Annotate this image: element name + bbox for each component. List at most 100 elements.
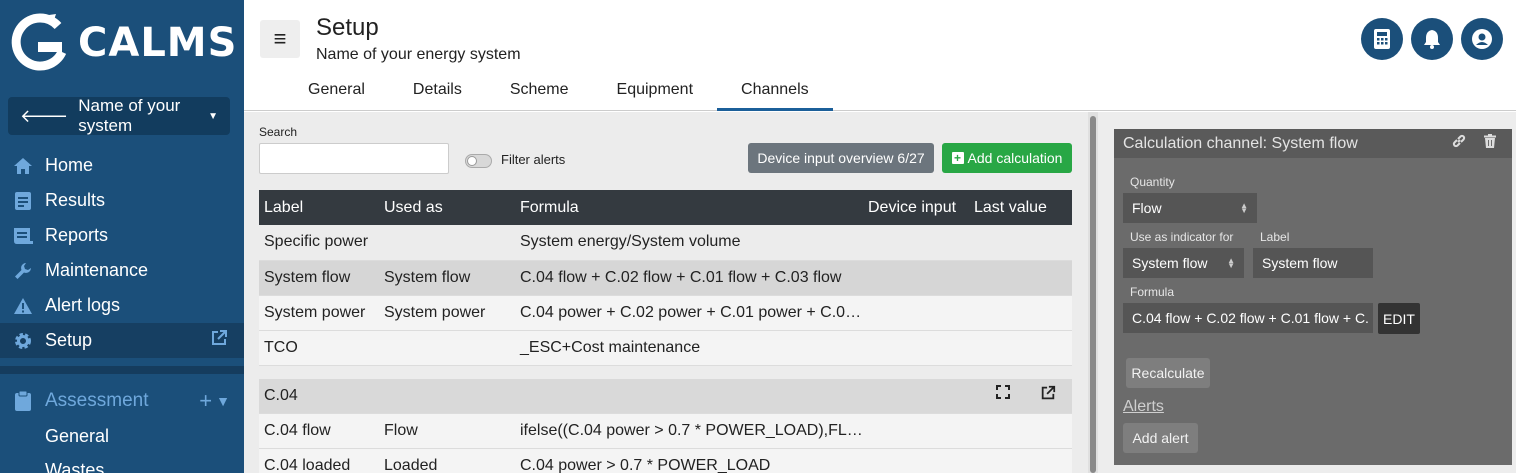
calculation-channel-card: Calculation channel: System flow Quantit… <box>1114 129 1512 465</box>
sidebar: CALMS 🡐 Name of your system ▼ Home Resul… <box>0 0 244 473</box>
table-row[interactable]: System power System power C.04 power + C… <box>259 295 1072 331</box>
plus-square-icon: + <box>951 152 964 164</box>
reports-icon <box>12 226 34 246</box>
clipboard-icon <box>12 390 34 411</box>
user-icon <box>1472 29 1492 49</box>
notifications-button[interactable] <box>1411 18 1453 60</box>
tab-general[interactable]: General <box>308 81 365 98</box>
search-label: Search <box>259 125 298 139</box>
plus-icon[interactable]: + <box>199 387 213 413</box>
quantity-value: Flow <box>1132 200 1162 216</box>
cell-last-value <box>969 260 1072 296</box>
tab-equipment[interactable]: Equipment <box>616 81 694 98</box>
calms-logo[interactable]: CALMS <box>8 12 237 74</box>
table-row-selected[interactable]: System flow System flow C.04 flow + C.02… <box>259 260 1072 296</box>
quantity-select[interactable]: Flow ▲▼ <box>1123 193 1257 223</box>
recalculate-button[interactable]: Recalculate <box>1126 358 1210 388</box>
sidebar-item-label: Home <box>45 155 94 175</box>
cell-formula: _ESC+Cost maintenance <box>515 330 863 366</box>
sidebar-item-home[interactable]: Home <box>0 148 244 183</box>
label-label: Label <box>1260 230 1290 244</box>
page-title: Setup <box>316 14 379 41</box>
cell-label: C.04 loaded <box>259 448 379 473</box>
search-input[interactable] <box>259 143 449 174</box>
sidebar-item-maintenance[interactable]: Maintenance <box>0 253 244 288</box>
cell-formula: C.04 flow + C.02 flow + C.01 flow + C.03… <box>515 260 863 296</box>
user-profile-button[interactable] <box>1461 18 1503 60</box>
column-header-device-input[interactable]: Device input <box>863 190 969 225</box>
sidebar-subitem-wastes[interactable]: Wastes <box>45 460 105 473</box>
cell-used-as: System flow <box>379 260 515 296</box>
cell-label: System power <box>259 295 379 331</box>
table-row[interactable]: C.04 flow Flow ifelse((C.04 power > 0.7 … <box>259 413 1072 449</box>
sidebar-section-assessment[interactable]: Assessment + ▼ <box>0 383 244 418</box>
table-header-row: Label Used as Formula Device input Last … <box>259 190 1072 225</box>
scrollbar-thumb[interactable] <box>1090 116 1096 473</box>
wrench-icon <box>12 261 34 281</box>
toggle-knob <box>467 156 477 166</box>
cell-last-value <box>969 413 1072 449</box>
brand-name: CALMS <box>78 20 238 66</box>
quantity-label: Quantity <box>1130 175 1175 189</box>
indicator-value: System flow <box>1132 255 1208 271</box>
warning-icon <box>12 296 34 316</box>
table-spacer <box>259 365 1072 379</box>
column-header-used-as[interactable]: Used as <box>379 190 515 225</box>
tab-channels[interactable]: Channels <box>717 78 833 111</box>
cell-device-input <box>863 295 969 331</box>
external-link-icon[interactable] <box>210 329 228 352</box>
table-row[interactable]: Specific power System energy/System volu… <box>259 225 1072 261</box>
sidebar-subitem-general[interactable]: General <box>45 426 110 446</box>
tab-scheme[interactable]: Scheme <box>509 81 569 98</box>
sidebar-item-setup[interactable]: Setup <box>0 323 244 358</box>
system-selector-label: Name of your system <box>78 96 181 135</box>
detail-panel: Calculation channel: System flow Quantit… <box>1098 112 1516 473</box>
cell-last-value <box>969 448 1072 473</box>
device-input-overview-button[interactable]: Device input overview 6/27 <box>748 143 934 173</box>
table-row[interactable]: TCO _ESC+Cost maintenance <box>259 330 1072 366</box>
gear-icon <box>12 331 34 351</box>
cell-used-as: Flow <box>379 413 515 449</box>
cell-label: System flow <box>259 260 379 296</box>
column-header-label[interactable]: Label <box>259 190 379 225</box>
edit-formula-button[interactable]: EDIT <box>1378 303 1420 334</box>
cell-used-as: System power <box>379 295 515 331</box>
add-alert-button[interactable]: Add alert <box>1123 423 1198 453</box>
expand-icon[interactable] <box>996 385 1010 406</box>
table-group-row[interactable]: C.04 <box>259 379 1072 414</box>
cell-device-input <box>863 330 969 366</box>
add-calculation-label: Add calculation <box>967 150 1063 166</box>
filter-alerts-toggle[interactable] <box>465 154 492 168</box>
formula-input[interactable]: C.04 flow + C.02 flow + C.01 flow + C. <box>1123 303 1373 333</box>
chevron-down-icon[interactable]: ▼ <box>216 392 230 409</box>
sidebar-item-results[interactable]: Results <box>0 183 244 218</box>
cell-used-as: Loaded <box>379 448 515 473</box>
calc-card-title: Calculation channel: System flow <box>1123 134 1358 152</box>
sidebar-divider <box>0 366 244 374</box>
system-selector[interactable]: 🡐 Name of your system ▼ <box>8 96 230 135</box>
select-arrows-icon: ▲▼ <box>1240 201 1248 215</box>
menu-button[interactable]: ≡ <box>260 20 300 58</box>
sidebar-item-alert-logs[interactable]: Alert logs <box>0 288 244 323</box>
cell-device-input <box>863 413 969 449</box>
add-calculation-button[interactable]: + Add calculation <box>942 143 1072 173</box>
panel-scrollbar[interactable] <box>1088 112 1098 473</box>
link-icon[interactable] <box>1452 134 1466 153</box>
trash-icon[interactable] <box>1484 134 1496 153</box>
calculator-icon <box>1374 29 1390 49</box>
label-input[interactable]: System flow <box>1253 248 1373 278</box>
column-header-formula[interactable]: Formula <box>515 190 863 225</box>
sidebar-item-label: Reports <box>45 225 109 245</box>
formula-label: Formula <box>1130 285 1175 299</box>
hamburger-icon: ≡ <box>273 26 287 51</box>
calculator-button[interactable] <box>1361 18 1403 60</box>
table-row[interactable]: C.04 loaded Loaded C.04 power > 0.7 * PO… <box>259 448 1072 473</box>
sidebar-item-reports[interactable]: Reports <box>0 218 244 253</box>
calms-logo-icon <box>11 13 67 71</box>
column-header-last-value[interactable]: Last value <box>969 190 1072 225</box>
tab-details[interactable]: Details <box>412 81 462 98</box>
indicator-select[interactable]: System flow ▲▼ <box>1123 248 1244 278</box>
cell-formula: System energy/System volume <box>515 225 863 261</box>
alerts-link[interactable]: Alerts <box>1123 398 1164 415</box>
external-link-icon[interactable] <box>1040 385 1056 406</box>
